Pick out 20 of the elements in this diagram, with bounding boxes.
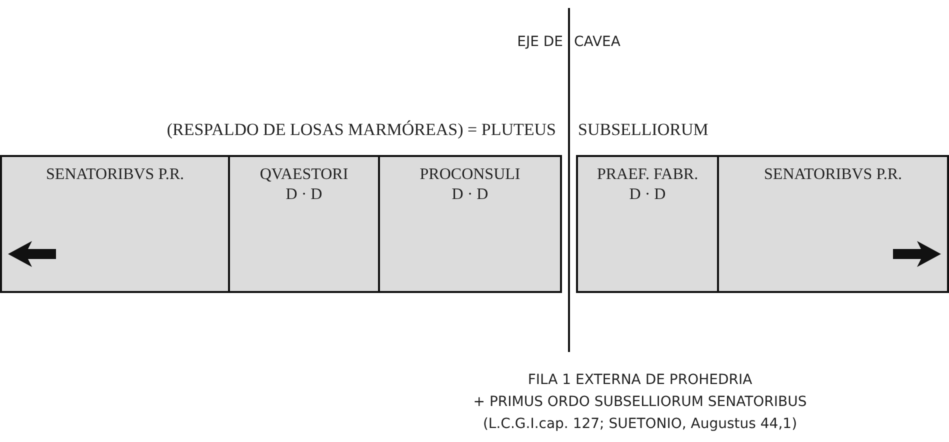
seat-cell xyxy=(717,155,949,293)
seat-label: SENATORIBVS P.R. xyxy=(45,165,185,185)
caption-line: (L.C.G.I.cap. 127; SUETONIO, Augustus 44,1) xyxy=(482,416,798,432)
axis-label: EJE DE xyxy=(517,34,563,50)
seat-mark: D · D xyxy=(284,185,324,205)
caption-line: + PRIMUS ORDO SUBSELLIORUM SENATORIBUS xyxy=(473,394,807,410)
seat-mark: D · D xyxy=(450,185,490,205)
seat-cell xyxy=(576,155,719,293)
seat-mark: D · D xyxy=(628,185,667,205)
seat-cell xyxy=(0,155,230,293)
seat-cell xyxy=(228,155,380,293)
caption-line: FILA 1 EXTERNA DE PROHEDRIA xyxy=(528,372,752,388)
row-label: SUBSELLIORUM xyxy=(578,120,708,140)
backrest-label: (RESPALDO DE LOSAS MARMÓREAS) = PLUTEUS xyxy=(166,120,556,140)
seat-label: QVAESTORI xyxy=(258,165,350,185)
seat-label: PROCONSULI xyxy=(418,165,522,185)
seat-label: SENATORIBVS P.R. xyxy=(763,165,903,185)
seat-cell xyxy=(378,155,562,293)
seat-label: PRAEF. FABR. xyxy=(596,165,700,185)
axis-label: CAVEA xyxy=(574,34,620,50)
